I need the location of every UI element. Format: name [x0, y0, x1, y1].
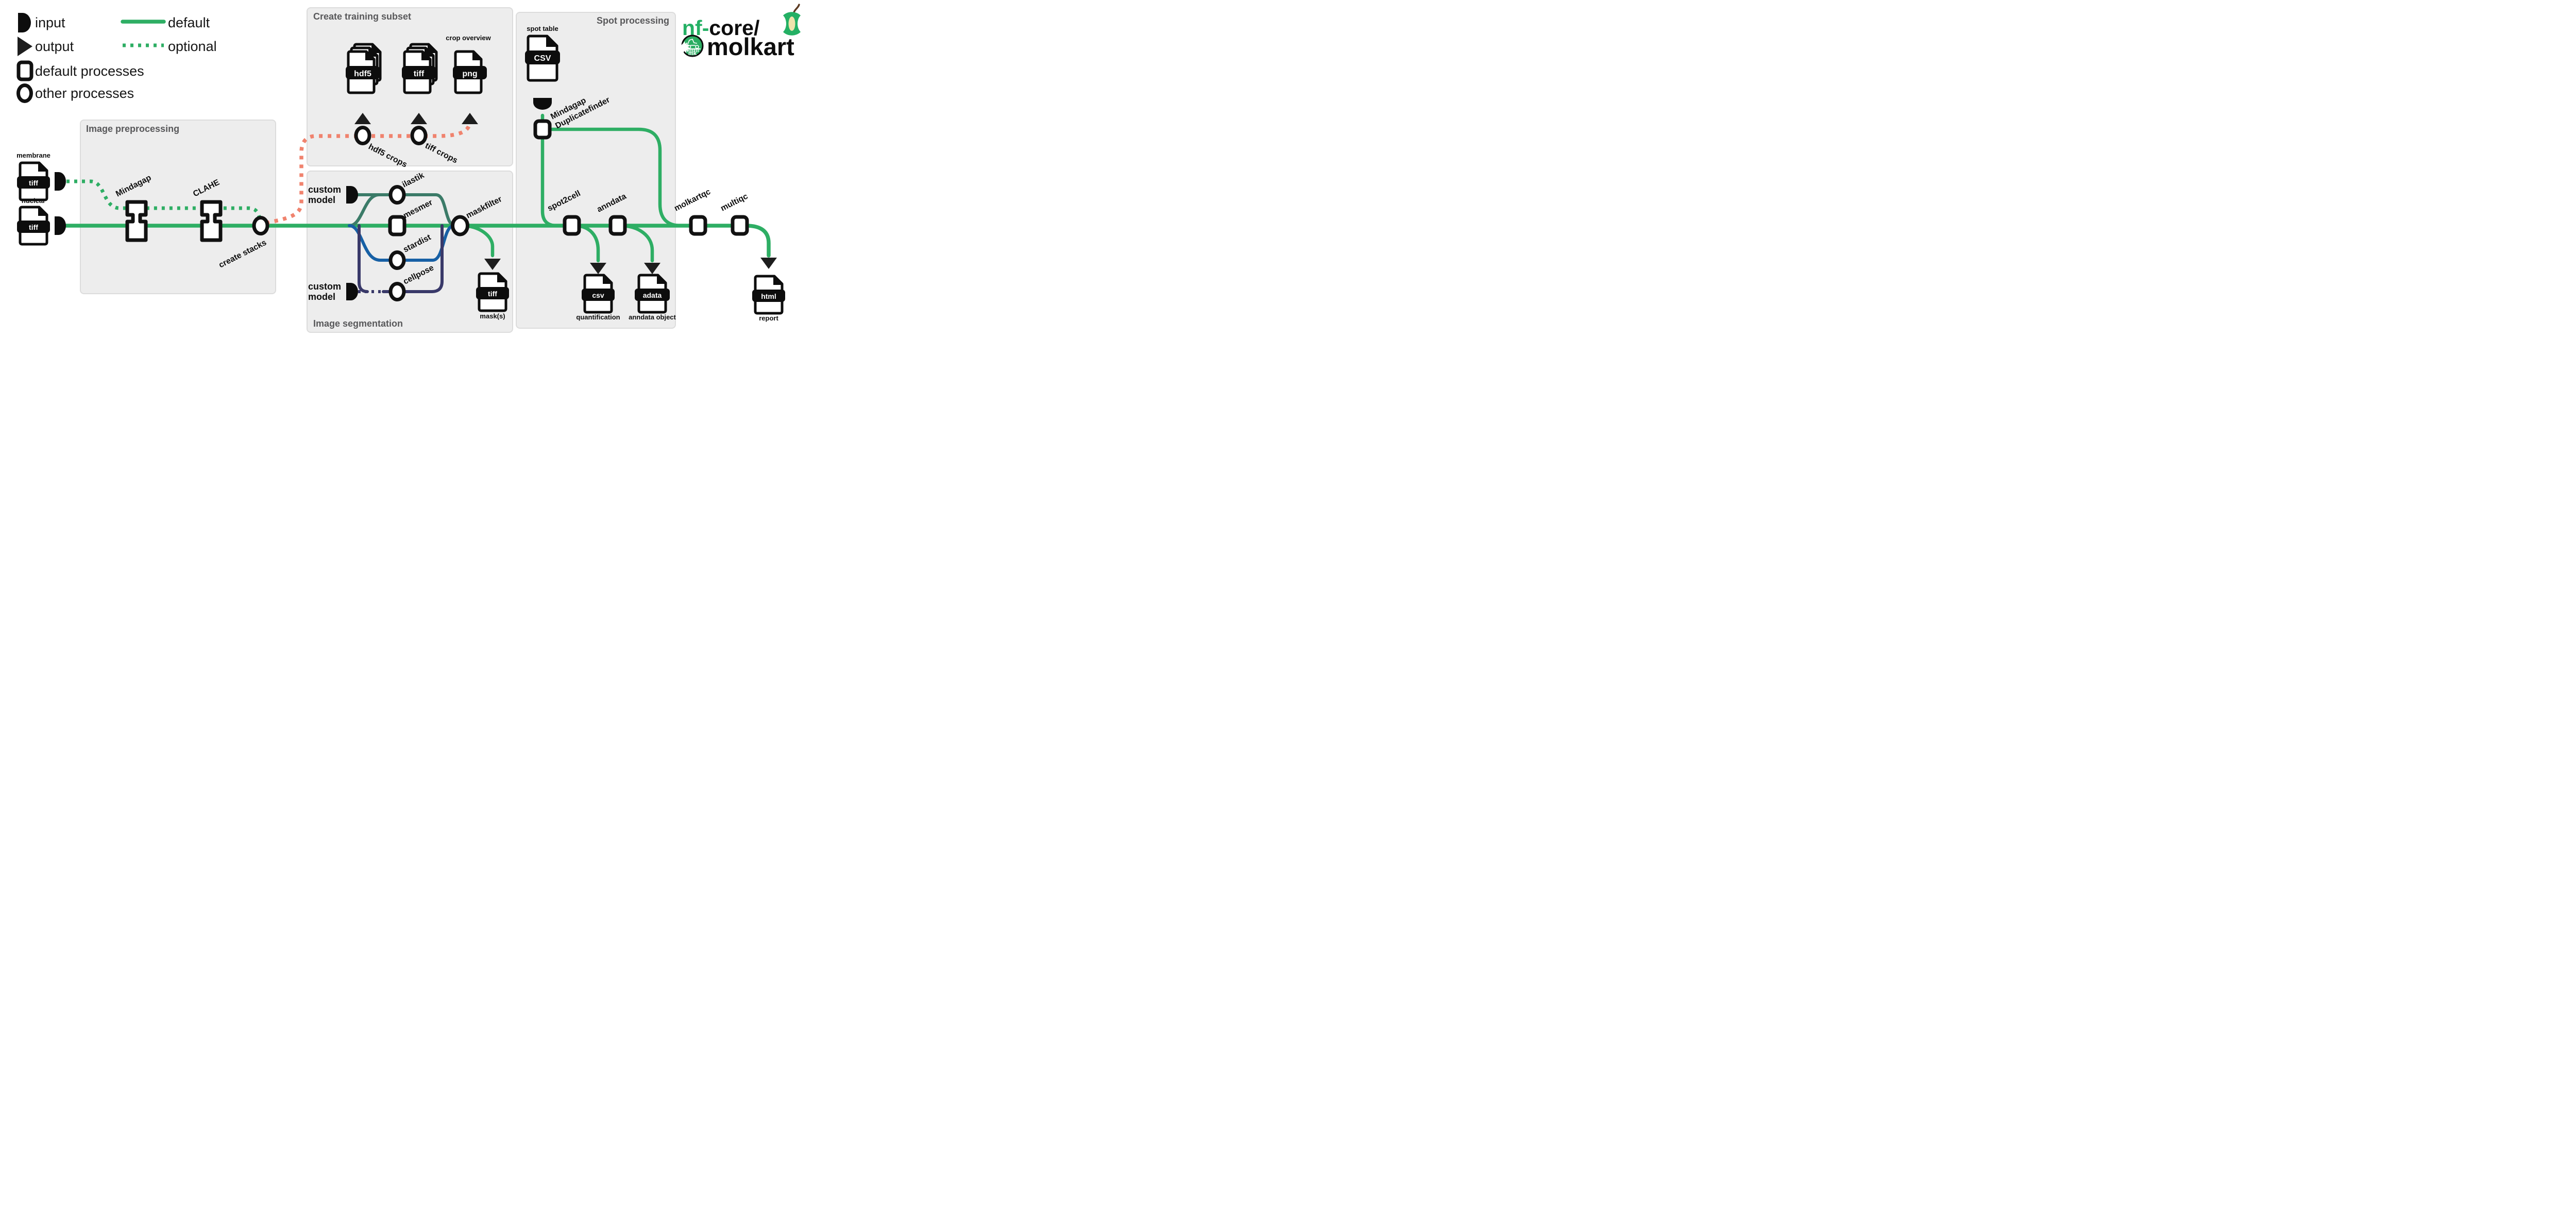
png-output-icon [462, 113, 478, 124]
stardist-node [388, 250, 406, 270]
logo-core: core/ [709, 16, 759, 40]
legend-input-label: input [35, 15, 65, 30]
spot-table-input-icon [533, 98, 552, 110]
custom-model-bottom-line1: custom [308, 281, 341, 292]
custom-model-bottom-input-icon [346, 283, 358, 300]
ilastik-node [388, 185, 406, 205]
custom-model-top-line1: custom [308, 184, 341, 195]
other-process-icon [16, 83, 33, 103]
spot-table-caption: spot table [527, 25, 558, 32]
cellpose-line [382, 224, 444, 293]
tiff-stack-file: tiff [402, 43, 438, 94]
duplicatefinder-right-branch [540, 127, 698, 228]
mindagap-node [125, 200, 148, 242]
legend: input output default processes other pro… [16, 13, 217, 103]
quantification-output-icon [590, 263, 606, 274]
mask-tiff-file: tiff mask(s) [476, 272, 509, 320]
svg-text:nf-core/: nf-core/ [682, 16, 759, 40]
nf-core-molkart-logo: nf-core/ mk molkart [678, 4, 801, 60]
legend-optional-label: optional [168, 39, 217, 54]
png-band: png [462, 70, 477, 78]
apple-core-icon [783, 4, 801, 36]
custom-model-top-line2: model [308, 195, 335, 205]
quant-caption: quantification [576, 313, 620, 321]
legend-other-processes-label: other processes [35, 86, 134, 101]
spot2cell-node [563, 215, 581, 236]
adata-file: adata anndata object [629, 274, 676, 321]
multiqc-node [731, 215, 749, 236]
png-file: crop overview png [446, 34, 492, 94]
box-title-training: Create training subset [313, 11, 411, 22]
legend-default-processes-label: default processes [35, 63, 144, 79]
badge-kart [687, 39, 699, 49]
adata-caption: anndata object [629, 313, 676, 321]
molkartqc-node [689, 215, 707, 236]
mask-output-icon [484, 259, 501, 270]
adata-band: adata [643, 291, 662, 299]
output-icon [18, 37, 32, 56]
box-title-preprocessing: Image preprocessing [86, 124, 179, 134]
duplicatefinder-node [533, 119, 552, 140]
quant-csv-band: csv [592, 291, 604, 299]
legend-output-label: output [35, 39, 74, 54]
anndata-node [608, 215, 627, 236]
membrane-caption: membrane [16, 151, 50, 159]
membrane-tiff-file: membrane tiff [16, 151, 66, 201]
spot-table-line [540, 113, 559, 228]
tiff-crops-node [410, 126, 428, 145]
nuclear-input-icon [55, 216, 66, 235]
mask-caption: mask(s) [480, 312, 505, 320]
quantification-csv-file: csv quantification [576, 274, 620, 321]
spot-table-file: spot table CSV [525, 25, 560, 110]
mk-badge-icon: mk [678, 35, 704, 57]
box-title-spot: Spot processing [597, 15, 669, 26]
report-caption: report [759, 314, 778, 322]
report-output-icon [760, 258, 777, 269]
custom-model-top: custom model [308, 184, 358, 205]
tiff-output-icon [411, 113, 427, 124]
nuclear-tiff-band: tiff [29, 223, 38, 231]
crop-overview-caption: crop overview [446, 34, 491, 42]
html-band: html [761, 292, 776, 300]
spot-csv-band: CSV [534, 54, 551, 63]
membrane-input-icon [55, 172, 66, 191]
clahe-node [200, 200, 223, 242]
box-title-segmentation: Image segmentation [313, 318, 403, 329]
logo-mk: mk [688, 50, 697, 57]
create-stacks-node [252, 216, 269, 235]
molkartqc-label: molkartqc [673, 188, 712, 213]
maskfilter-node [451, 215, 469, 236]
input-icon [18, 13, 31, 32]
custom-model-bottom-line2: model [308, 292, 335, 302]
training-subset-line [265, 125, 471, 225]
membrane-tiff-band: tiff [29, 179, 38, 187]
logo-molkart: molkart [707, 33, 794, 60]
hdf5-output-icon [354, 113, 371, 124]
cellpose-node [388, 282, 406, 301]
hdf5-stack-file: hdf5 [346, 43, 382, 94]
diagram-canvas: Image preprocessing Create training subs… [16, 4, 801, 333]
hdf5-band: hdf5 [354, 70, 371, 78]
box-spot-processing: Spot processing [516, 12, 676, 329]
custom-model-bottom: custom model [308, 281, 358, 302]
mask-tiff-band: tiff [488, 290, 497, 298]
multiqc-label: multiqc [719, 192, 749, 213]
mesmer-node [388, 215, 406, 236]
custom-model-top-input-icon [346, 186, 358, 204]
nuclear-caption: nuclear [22, 197, 45, 205]
adata-output-icon [644, 263, 660, 274]
report-html-file: html report [752, 275, 785, 322]
optional-membrane-line [66, 179, 262, 221]
default-process-icon [16, 60, 33, 81]
pipeline-diagram: Image preprocessing Create training subs… [0, 0, 808, 340]
tiff-stack-band: tiff [414, 70, 425, 78]
hdf5-crops-node [354, 126, 371, 145]
legend-default-label: default [168, 15, 210, 30]
nuclear-tiff-file: nuclear tiff [17, 197, 66, 246]
